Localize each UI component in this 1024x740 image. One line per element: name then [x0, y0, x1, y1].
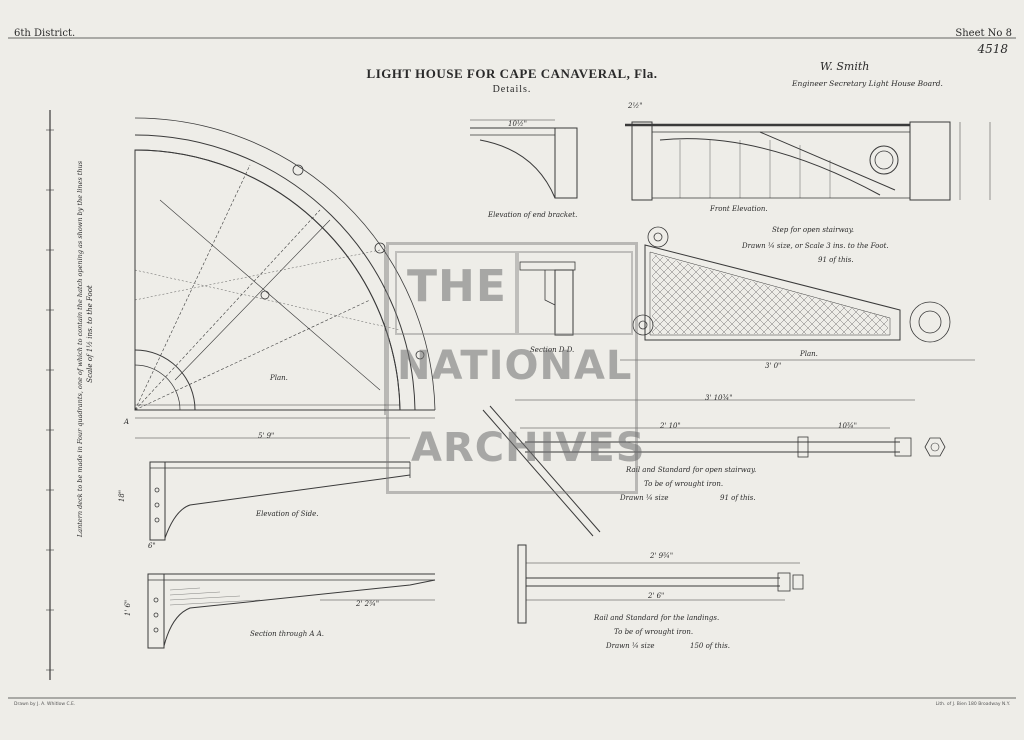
end-bracket — [470, 119, 578, 199]
district-label: 6th District. — [14, 28, 76, 39]
label-rail-open-count: 91 of this. — [720, 494, 756, 502]
label-rail-open-scale: Drawn ¼ size — [620, 494, 669, 502]
handwritten-number: 4518 — [977, 42, 1008, 56]
label-front-elevation: Front Elevation. — [710, 205, 768, 213]
dim-2-9: 2' 9¾" — [650, 552, 674, 560]
quadrant-plan — [134, 117, 436, 419]
dim-10: 10¾" — [838, 422, 857, 430]
signature-caption: Engineer Secretary Light House Board. — [792, 79, 943, 88]
watermark-box-right — [517, 251, 633, 335]
step-plan — [620, 226, 975, 361]
rail-landings — [517, 544, 804, 624]
dim-2-2: 2' 2¾" — [356, 600, 380, 608]
sheet-number: Sheet No 8 — [955, 28, 1012, 39]
scale-note: Scale of 1½ ins. to the Foot — [86, 285, 94, 383]
watermark-the: THE — [407, 261, 507, 312]
label-step-title: Step for open stairway. — [772, 226, 854, 234]
label-step-scale: Drawn ¼ size, or Scale 3 ins. to the Foo… — [742, 242, 889, 250]
page-subtitle: Details. — [492, 84, 532, 95]
label-rail-land-count: 150 of this. — [690, 642, 730, 650]
dim-18: 18" — [118, 489, 127, 503]
footer-lith: Lith. of J. Bien 180 Broadway N.Y. — [935, 702, 1010, 707]
dim-3-10: 3' 10¾" — [705, 394, 733, 402]
page-title: LIGHT HOUSE FOR CAPE CANAVERAL, Fla. — [366, 66, 658, 81]
dim-3-0: 3' 0" — [765, 362, 782, 370]
label-section-dd: Section D D. — [530, 346, 575, 354]
label-end-bracket: Elevation of end bracket. — [488, 211, 578, 219]
lantern-deck-note: Lantern deck to be made in Four quadrant… — [76, 160, 84, 538]
section-aa — [147, 573, 436, 649]
section-dd — [519, 261, 576, 336]
dim-6: 6" — [148, 542, 156, 550]
elevation-of-side — [135, 437, 411, 541]
dim-2-6: 2' 6" — [648, 592, 665, 600]
front-elevation-step — [625, 121, 991, 201]
label-rail-land-material: To be of wrought iron. — [614, 628, 694, 636]
dim-2-10: 2' 10" — [660, 422, 681, 430]
label-plan-main: Plan. — [270, 374, 288, 382]
watermark-box-left — [395, 251, 517, 335]
label-rail-land-scale: Drawn ¼ size — [606, 642, 655, 650]
label-section-aa: Section through A A. — [250, 630, 325, 638]
label-elevation-side: Elevation of Side. — [256, 510, 319, 518]
dim-2-half: 2½" — [628, 102, 643, 110]
dim-5-9: 5' 9" — [258, 432, 275, 440]
label-rail-open-material: To be of wrought iron. — [644, 480, 724, 488]
signature: W. Smith — [820, 60, 870, 73]
national-archives-watermark: THE NATIONAL ARCHIVES — [386, 242, 645, 494]
label-point-a: A — [124, 418, 130, 426]
label-rail-land-title: Rail and Standard for the landings. — [594, 614, 720, 622]
rail-open-stairway — [482, 399, 946, 537]
watermark-archives: ARCHIVES — [411, 425, 646, 471]
watermark-national: NATIONAL — [397, 343, 633, 389]
footer-drawn-by: Drawn by J. A. Whitlow C.E. — [14, 702, 76, 707]
label-plan-step: Plan. — [800, 350, 818, 358]
dim-1-6: 1' 6" — [124, 599, 133, 617]
label-step-count: 91 of this. — [818, 256, 854, 264]
dim-10-half: 10½" — [508, 120, 527, 128]
label-rail-open-title: Rail and Standard for open stairway. — [626, 466, 757, 474]
